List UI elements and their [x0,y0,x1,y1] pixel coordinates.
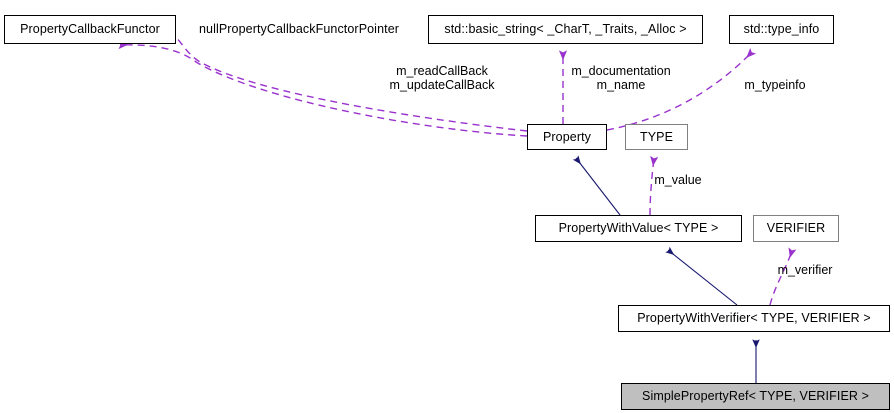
node-label: std::type_info [743,22,820,37]
node-simple-property-ref[interactable]: SimplePropertyRef< TYPE, VERIFIER > [621,383,890,410]
edge-verifier [769,247,797,306]
node-label: Property [542,129,592,144]
edge-update-callback [118,40,528,137]
node-property-callback-functor[interactable]: PropertyCallbackFunctor [4,15,176,44]
edge-inherit-property-with-verifier [665,246,738,306]
node-label: std::basic_string< _CharT, _Traits, _All… [444,22,687,37]
node-label: PropertyCallbackFunctor [20,22,160,37]
node-verifier[interactable]: VERIFIER [753,215,839,242]
edge-label-verifier: m_verifier [777,263,833,277]
edge-label-documentation-name: m_documentation m_name [571,64,671,92]
edge-label-value: m_value [654,173,702,187]
edge-label-read-update-callback: m_readCallBack m_updateCallBack [389,64,495,92]
edge-inherit-property-with-value [572,155,621,216]
node-label: TYPE [639,129,674,144]
edge-read-callback [147,14,528,132]
edge-typeinfo [606,47,757,131]
node-label: nullPropertyCallbackFunctorPointer [198,22,400,37]
node-property[interactable]: Property [527,124,607,150]
node-label: PropertyWithVerifier< TYPE, VERIFIER > [637,311,871,326]
node-type[interactable]: TYPE [625,124,688,150]
edge-value [649,155,659,216]
edge-label-typeinfo: m_typeinfo [744,78,806,92]
node-label: PropertyWithValue< TYPE > [558,221,719,236]
node-property-with-verifier[interactable]: PropertyWithVerifier< TYPE, VERIFIER > [618,305,890,332]
node-std-type-info[interactable]: std::type_info [729,15,834,44]
node-property-with-value[interactable]: PropertyWithValue< TYPE > [535,215,742,242]
node-label: VERIFIER [766,221,826,236]
node-null-property-callback-functor-pointer[interactable]: nullPropertyCallbackFunctorPointer [191,17,407,42]
node-std-basic-string[interactable]: std::basic_string< _CharT, _Traits, _All… [428,15,703,44]
node-label: SimplePropertyRef< TYPE, VERIFIER > [642,389,869,404]
